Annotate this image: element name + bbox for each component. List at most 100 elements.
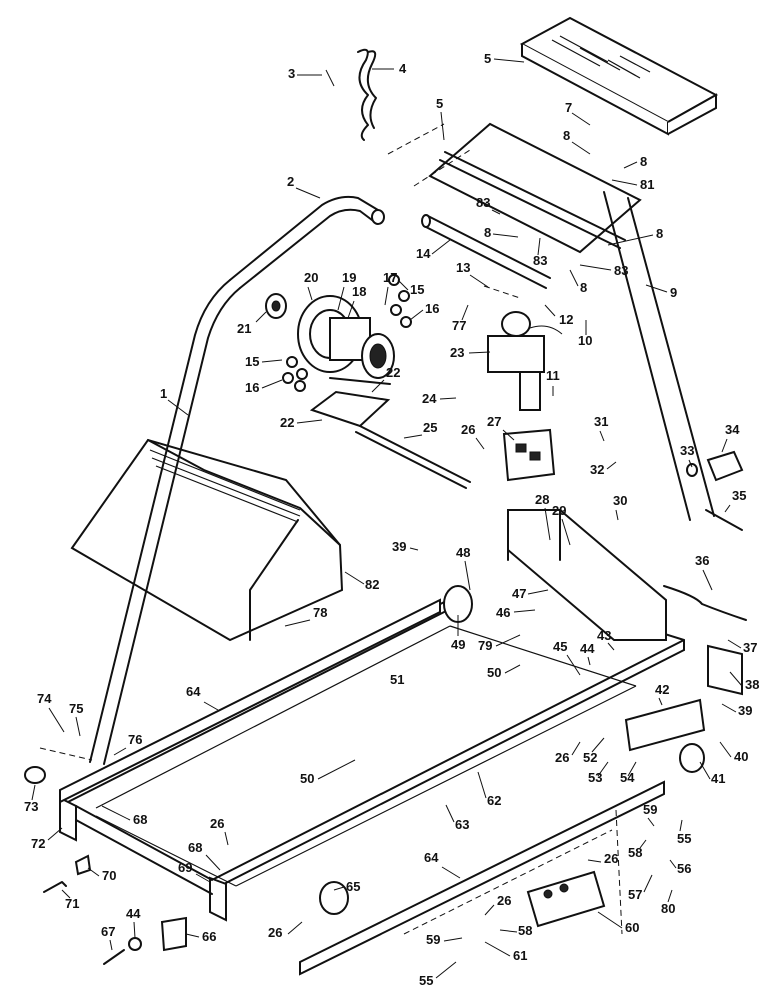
handlebar-top	[229, 195, 385, 289]
part-label-c-38: 38	[745, 677, 759, 692]
part-label-c-30: 30	[613, 493, 627, 508]
leader-c-77	[461, 304, 469, 321]
side-rails	[59, 598, 665, 976]
leader-c-5b	[440, 111, 445, 141]
part-label-c-22b: 22	[280, 415, 294, 430]
part-label-c-57: 57	[628, 887, 642, 902]
leader-c-23	[468, 351, 491, 354]
leader-c-46	[513, 609, 536, 613]
rear-bracket	[624, 698, 706, 752]
part-label-c-13: 13	[456, 260, 470, 275]
leader-c-63	[445, 804, 455, 823]
part-label-c-5a: 5	[484, 51, 491, 66]
leader-c-61	[484, 941, 511, 957]
part-label-c-39b: 39	[738, 703, 752, 718]
leader-c-71	[61, 889, 71, 899]
leveling-foot	[686, 450, 744, 482]
leader-c-83c	[579, 264, 612, 271]
leader-c-75	[75, 716, 81, 737]
part-label-c-81: 81	[640, 177, 654, 192]
leader-c-69	[195, 873, 211, 883]
part-label-c-83a: 83	[476, 195, 490, 210]
part-label-c-15b: 15	[245, 354, 259, 369]
leader-c-39a	[409, 547, 419, 551]
part-label-c-61: 61	[513, 948, 527, 963]
part-label-c-39a: 39	[392, 539, 406, 554]
part-label-c-21: 21	[237, 321, 251, 336]
part-label-c-76: 76	[128, 732, 142, 747]
leader-c-55a	[679, 819, 683, 832]
part-label-c-58a: 58	[628, 845, 642, 860]
part-label-c-8b: 8	[640, 154, 647, 169]
leader-c-59a	[647, 817, 655, 827]
part-label-c-7: 7	[565, 100, 572, 115]
leader-c-34	[721, 438, 728, 453]
part-label-c-64b: 64	[424, 850, 439, 865]
console-support	[428, 122, 642, 254]
leader-c-64b	[441, 866, 461, 879]
leader-c-8c	[492, 233, 519, 238]
part-label-c-19: 19	[342, 270, 356, 285]
part-label-c-42: 42	[655, 682, 669, 697]
leader-c-56	[669, 859, 677, 869]
part-label-c-8a: 8	[563, 128, 570, 143]
leader-c-60	[597, 911, 623, 929]
part-label-c-11: 11	[546, 368, 560, 383]
part-label-c-24: 24	[422, 391, 437, 406]
leader-c-42	[658, 697, 663, 706]
incline-motor	[487, 311, 563, 411]
leader-c-8e	[569, 269, 579, 287]
leader-c-35	[724, 504, 731, 513]
crossbar-tube	[421, 214, 551, 289]
part-label-c-74: 74	[37, 691, 52, 706]
part-label-c-2: 2	[287, 174, 294, 189]
part-label-c-50a: 50	[487, 665, 501, 680]
part-label-c-64a: 64	[186, 684, 201, 699]
leader-c-26c	[224, 831, 229, 846]
part-label-c-48: 48	[456, 545, 470, 560]
part-label-c-51: 51	[390, 672, 404, 687]
leader-c-50b	[317, 759, 356, 780]
part-label-c-16b: 16	[245, 380, 259, 395]
part-label-c-44b: 44	[126, 906, 141, 921]
leader-c-15a	[397, 279, 409, 291]
part-label-c-59b: 59	[426, 932, 440, 947]
part-label-c-26c: 26	[210, 816, 224, 831]
console-display	[519, 16, 719, 136]
bolt-35	[705, 509, 743, 531]
part-label-c-68a: 68	[133, 812, 147, 827]
leader-c-70	[87, 867, 100, 877]
leader-c-74	[48, 707, 65, 733]
part-label-c-22a: 22	[386, 365, 400, 380]
leader-c-26f	[287, 921, 303, 935]
circuit-breaker-plate	[707, 644, 743, 696]
part-label-c-55a: 55	[677, 831, 691, 846]
leader-c-8b	[623, 161, 638, 169]
part-label-c-52: 52	[583, 750, 597, 765]
motor-bracket	[309, 390, 471, 489]
part-label-c-26f: 26	[268, 925, 282, 940]
part-label-c-26d: 26	[604, 851, 618, 866]
leader-c-30	[615, 509, 619, 521]
leader-c-54	[627, 761, 637, 777]
part-label-c-82: 82	[365, 577, 379, 592]
leader-c-81	[611, 179, 638, 186]
part-label-c-73: 73	[24, 799, 38, 814]
leader-c-59b	[443, 937, 463, 942]
leader-c-82	[344, 571, 365, 585]
part-label-c-9: 9	[670, 285, 677, 300]
part-label-c-69: 69	[178, 860, 192, 875]
leader-c-68a	[101, 805, 131, 821]
part-label-c-44a: 44	[580, 641, 595, 656]
leader-c-8a	[571, 141, 591, 155]
part-label-c-41: 41	[711, 771, 725, 786]
part-label-c-15a: 15	[410, 282, 424, 297]
leader-c-26a	[475, 437, 485, 450]
right-upright	[603, 191, 715, 521]
leader-c-48	[464, 560, 471, 591]
leader-c-32	[606, 461, 617, 470]
part-label-c-58b: 58	[518, 923, 532, 938]
part-label-c-56: 56	[677, 861, 691, 876]
